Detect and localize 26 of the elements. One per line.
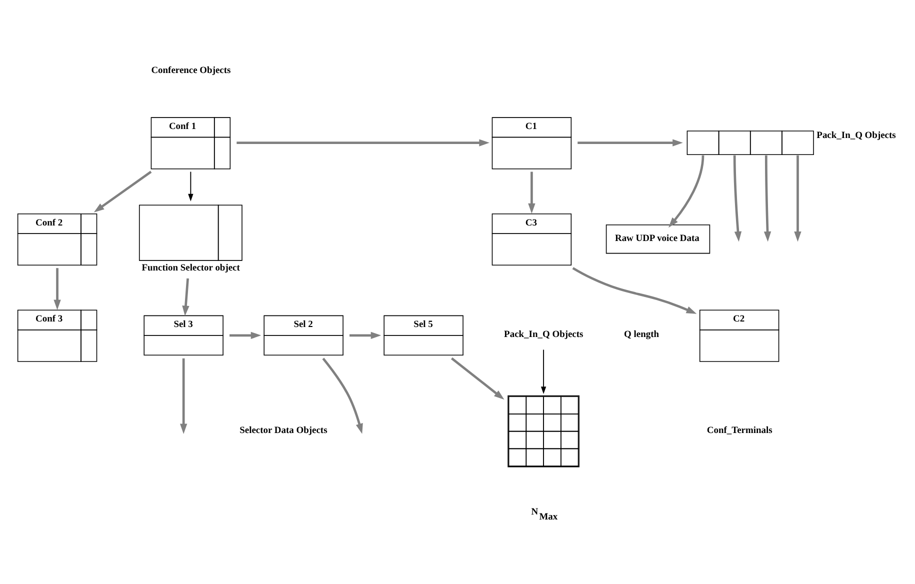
- arrow: [668, 155, 704, 228]
- arrow: [94, 170, 152, 212]
- node-box: Raw UDP voice Data: [606, 224, 710, 254]
- arrow: [230, 332, 262, 340]
- node-label: Pack_In_Q Objects: [816, 130, 896, 141]
- arrow: [182, 278, 190, 316]
- arrow: [572, 267, 697, 314]
- arrow: [236, 139, 490, 146]
- arrow: [794, 155, 802, 242]
- arrow: [528, 172, 536, 214]
- arrow: [540, 349, 546, 394]
- arrow: [322, 358, 363, 434]
- node-label: Function Selector object: [142, 263, 240, 274]
- arrow: [764, 155, 772, 242]
- label: Conf_Terminals: [706, 426, 772, 436]
- label: Q length: [624, 330, 660, 340]
- node-text: Pack_In_Q Objects: [504, 330, 584, 340]
- arrow: [733, 155, 742, 242]
- arrow: [450, 357, 504, 400]
- label: Conference Objects: [151, 66, 231, 76]
- label: Selector Data Objects: [240, 426, 328, 436]
- arrow: [54, 268, 61, 310]
- arrow: [180, 358, 188, 434]
- arrow: [578, 139, 683, 146]
- arrow: [188, 171, 194, 202]
- arrow: [350, 332, 382, 340]
